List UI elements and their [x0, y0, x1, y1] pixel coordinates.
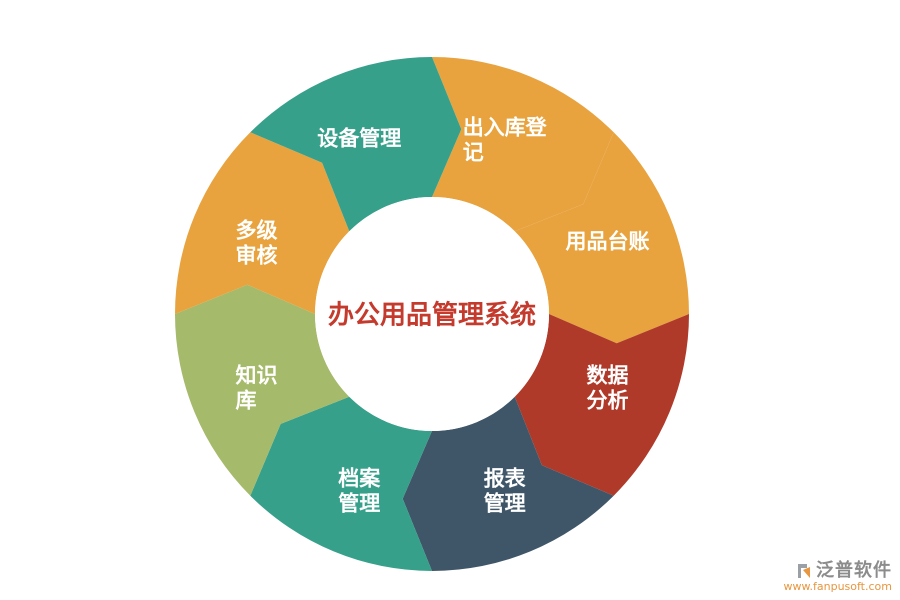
segment-knowledge-base: [175, 284, 350, 496]
segment-supplies-ledger: [514, 132, 689, 344]
watermark: 泛普软件 www.fanpusoft.com: [783, 559, 892, 594]
segment-archive-management: [250, 396, 432, 571]
segment-label-multi-level-audit: 多级审核: [236, 218, 278, 267]
segment-label-report-management: 报表管理: [484, 467, 527, 516]
segment-in-out-registration: [432, 57, 614, 232]
segment-label-archive-management: 档案管理: [338, 467, 381, 516]
segment-label-equipment-management: 设备管理: [317, 127, 401, 151]
fanpusoft-logo-icon: [794, 562, 812, 580]
segment-label-in-out-registration: 出入库登记: [463, 116, 548, 165]
watermark-url: www.fanpusoft.com: [783, 580, 892, 594]
segment-equipment-management: [250, 57, 462, 232]
segment-multi-level-audit: [175, 132, 350, 314]
segment-data-analysis: [514, 314, 689, 496]
center-hub: [315, 197, 549, 431]
watermark-brand: 泛普软件: [816, 559, 892, 581]
segment-report-management: [402, 396, 614, 571]
segment-label-knowledge-base: 知识库: [236, 364, 278, 413]
segment-label-supplies-ledger: 用品台账: [566, 229, 650, 253]
segment-label-data-analysis: 数据分析: [587, 364, 629, 413]
center-title: 办公用品管理系统: [327, 300, 537, 331]
